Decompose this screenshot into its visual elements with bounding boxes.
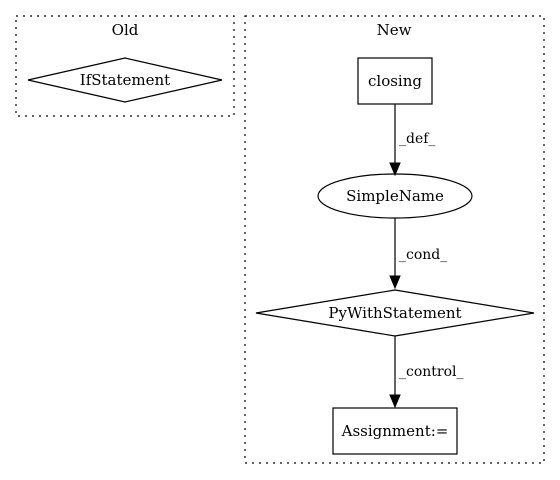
edge-def-label: _def_	[399, 131, 435, 147]
node-assignment-label: Assignment:=	[341, 422, 449, 440]
cluster-new-border	[244, 15, 545, 464]
edge-control: _control_	[389, 336, 464, 409]
edge-cond-arrowhead	[389, 275, 401, 290]
edge-def: _def_	[389, 104, 435, 177]
node-assignment-shape	[332, 407, 458, 455]
edge-def-arrowhead	[389, 162, 401, 177]
edge-cond: _cond_	[389, 218, 447, 290]
edge-control-arrowhead	[389, 394, 401, 409]
node-closing[interactable]: closing	[357, 57, 433, 105]
node-pywithstatement[interactable]: PyWithStatement	[255, 289, 535, 337]
node-closing-label: closing	[368, 72, 422, 90]
cluster-old-label: Old	[112, 21, 139, 39]
cluster-old: Old	[15, 15, 235, 117]
cluster-old-border	[15, 15, 235, 117]
node-ifstatement[interactable]: IfStatement	[27, 57, 223, 103]
node-assignment[interactable]: Assignment:=	[332, 407, 458, 455]
node-ifstatement-shape	[27, 57, 223, 103]
cluster-new-label: New	[377, 21, 412, 39]
cluster-new: New	[244, 15, 545, 464]
edge-control-label: _control_	[399, 364, 464, 380]
node-simplename[interactable]: SimpleName	[317, 173, 473, 219]
node-ifstatement-label: IfStatement	[80, 71, 170, 89]
node-pywithstatement-label: PyWithStatement	[328, 304, 461, 322]
edge-cond-label: _cond_	[399, 247, 447, 263]
node-simplename-label: SimpleName	[346, 187, 444, 205]
